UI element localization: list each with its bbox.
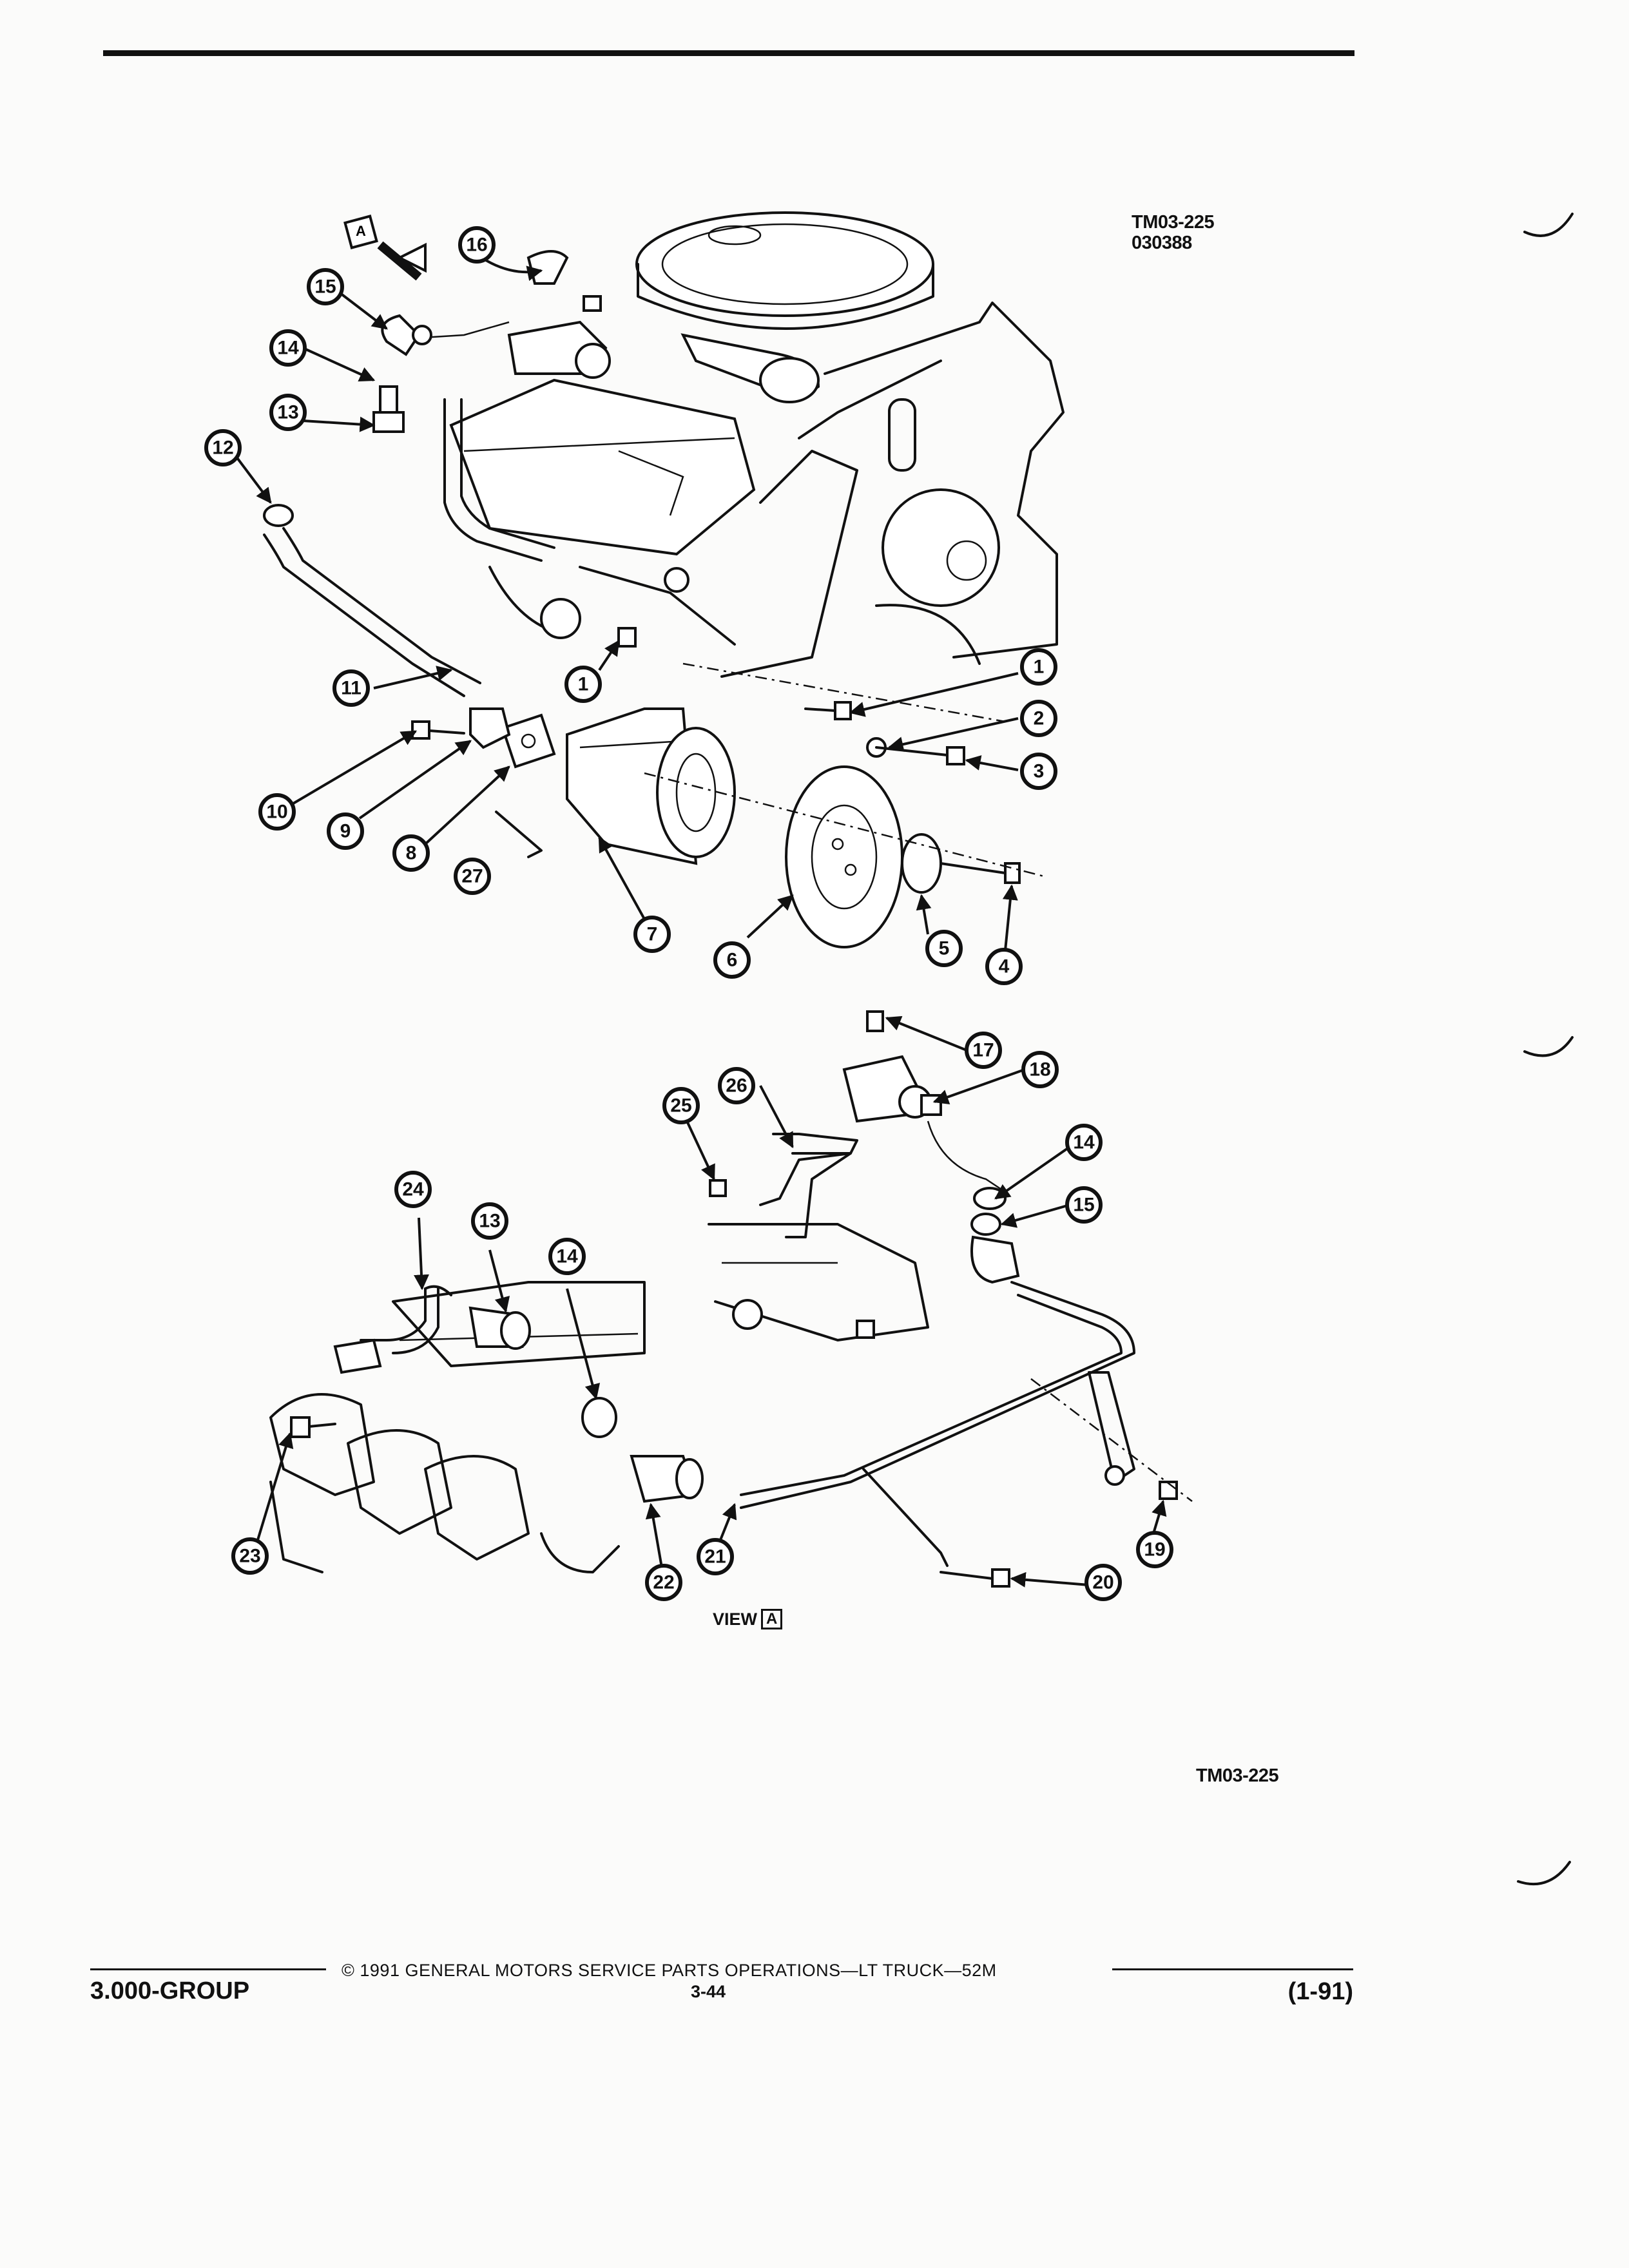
lower-leader-lines [256,1015,1167,1588]
callout-19: 19 [1136,1531,1173,1568]
figure-id: TM03-225 [1132,212,1215,233]
svg-text:5: 5 [939,938,950,959]
svg-text:2: 2 [1034,708,1045,729]
svg-text:4: 4 [999,956,1010,977]
callout-15: 15 [307,268,344,305]
callout-13: 13 [269,394,307,431]
svg-text:12: 12 [212,437,233,459]
callout-17: 17 [965,1032,1002,1069]
svg-text:19: 19 [1144,1539,1165,1561]
figure-id-bottom: TM03-225 [1196,1765,1279,1786]
svg-text:1: 1 [1034,657,1045,678]
air-cleaner [635,211,934,317]
callout-26: 26 [718,1067,755,1104]
callout-14: 14 [269,329,307,367]
pulley [785,765,903,948]
view-letter-box: A [761,1609,783,1629]
callout-27: 27 [454,858,491,895]
callout-1-right: 1 [1020,648,1057,686]
footer-rule-right [1112,1968,1353,1970]
svg-text:26: 26 [726,1075,747,1097]
callout-8: 8 [392,834,430,872]
callout-25: 25 [662,1087,700,1124]
callout-5: 5 [925,930,963,967]
callout-22: 22 [645,1564,682,1601]
footer-copyright: © 1991 GENERAL MOTORS SERVICE PARTS OPER… [342,1961,997,1980]
callout-13-lower: 13 [471,1202,508,1240]
top-rule [103,50,1354,56]
callouts-lower: 17 18 26 25 14 15 24 13 14 23 22 21 20 1… [231,1032,1173,1601]
valve-cover [449,378,756,556]
callout-3: 3 [1020,753,1057,790]
svg-text:18: 18 [1029,1059,1050,1081]
callout-20: 20 [1084,1564,1122,1601]
footer-group: 3.000-GROUP [90,1977,250,2004]
svg-text:20: 20 [1092,1572,1113,1593]
callout-18: 18 [1021,1051,1059,1088]
svg-text:23: 23 [239,1546,260,1567]
footer-revision: (1-91) [1287,1978,1353,2005]
svg-text:6: 6 [727,950,738,971]
callout-2: 2 [1020,700,1057,737]
svg-text:21: 21 [704,1546,726,1568]
callout-14-right: 14 [1065,1124,1103,1161]
callout-16: 16 [458,226,496,264]
callout-10: 10 [258,793,296,831]
svg-text:14: 14 [277,338,299,359]
svg-text:13: 13 [479,1211,500,1232]
callout-1-left: 1 [564,666,602,703]
page-footer: © 1991 GENERAL MOTORS SERVICE PARTS OPER… [90,1961,1353,2012]
callout-11: 11 [333,669,370,707]
svg-text:15: 15 [314,276,336,298]
svg-text:9: 9 [340,821,351,842]
svg-text:24: 24 [402,1179,424,1200]
view-word: VIEW [713,1609,758,1629]
svg-text:3: 3 [1034,761,1045,782]
figure-date: 030388 [1132,233,1192,253]
callout-23: 23 [231,1537,269,1575]
view-marker-letter: A [356,223,366,239]
svg-text:15: 15 [1073,1195,1094,1216]
footer-page-number: 3-44 [691,1982,726,2001]
callout-9: 9 [327,812,364,850]
footer-rule-left [90,1968,326,1970]
svg-text:7: 7 [647,924,658,945]
svg-text:11: 11 [341,678,361,699]
callout-21: 21 [697,1538,734,1575]
callout-4: 4 [985,948,1023,985]
svg-text:17: 17 [972,1040,994,1061]
upper-engine-view: A [263,211,1065,948]
callout-7: 7 [633,916,671,953]
upper-leader-lines [231,253,1019,951]
lower-view-a [269,1010,1193,1588]
callout-6: 6 [713,941,751,979]
svg-text:8: 8 [406,843,417,864]
callout-15-right: 15 [1065,1186,1103,1224]
callout-14-lower: 14 [548,1238,586,1275]
callouts-upper: 16 15 14 13 12 11 10 9 8 27 7 6 5 4 1 1 … [204,226,1057,985]
view-label: VIEW A [713,1609,783,1629]
svg-text:22: 22 [653,1572,674,1593]
svg-text:13: 13 [277,402,298,423]
callout-24: 24 [394,1171,432,1208]
svg-text:25: 25 [670,1095,691,1117]
svg-text:14: 14 [1073,1132,1095,1153]
svg-text:1: 1 [578,674,589,695]
callout-12: 12 [204,429,242,466]
svg-text:10: 10 [266,802,287,823]
svg-text:27: 27 [461,866,483,887]
svg-text:16: 16 [466,235,487,256]
svg-text:14: 14 [556,1246,578,1267]
water-pump [882,488,1000,607]
punch-marks [1517,213,1574,1886]
